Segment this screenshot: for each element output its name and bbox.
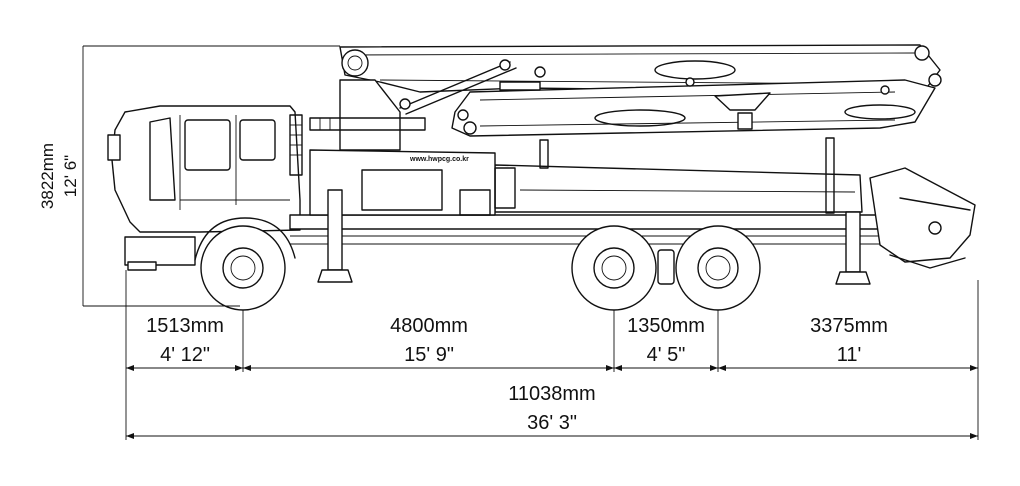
overall-length-imperial: 36' 3" [527,412,577,434]
rear-overhang-imperial: 11' [837,344,862,366]
height-metric-label: 3822mm [38,143,57,209]
website-label: www.hwpcg.co.kr [409,156,469,163]
boom-assembly [309,44,942,151]
rear-wheel-1 [571,225,657,311]
truck-body [289,137,976,285]
rear-overhang-metric: 3375mm [810,315,888,337]
height-imperial-label: 12' 6" [61,155,80,197]
wheelbase-metric: 4800mm [390,315,468,337]
rear-wheel-2 [675,225,761,311]
front-wheel [200,225,286,311]
front-overhang-metric: 1513mm [146,315,224,337]
dimension-lines [82,45,979,440]
wheels [200,225,761,311]
tandem-spacing-imperial: 4' 5" [647,344,686,366]
front-overhang-imperial: 4' 12" [160,344,210,366]
dimension-labels: 3822mm 12' 6" 1513mm 4' 12" 4800mm 15' 9… [38,143,888,434]
tandem-spacing-metric: 1350mm [627,315,705,337]
wheelbase-imperial: 15' 9" [404,344,454,366]
overall-length-metric: 11038mm [508,383,595,405]
truck-cab [107,105,303,271]
